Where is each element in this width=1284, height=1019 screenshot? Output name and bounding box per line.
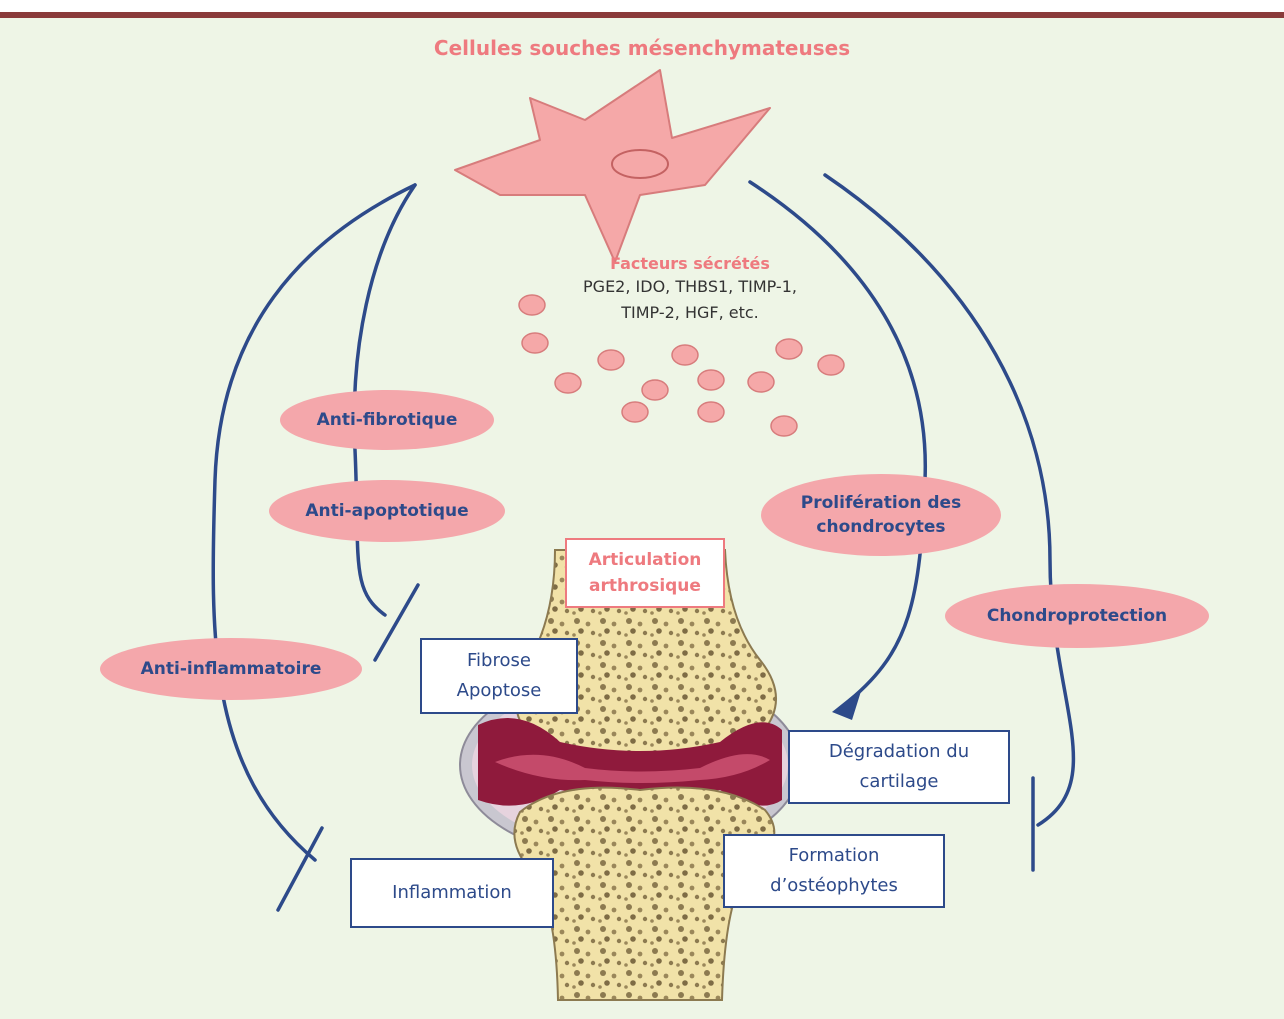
pill-proliferation-line1: Prolifération des [801,491,961,515]
secreted-factors-line2: TIMP-2, HGF, etc. [540,300,840,326]
pill-anti-inflammatoire: Anti-inflammatoire [100,638,362,700]
pill-proliferation: Prolifération des chondrocytes [761,474,1001,556]
box-degradation-line2: cartilage [860,767,939,797]
top-rule [0,12,1284,18]
pill-chondroprotection: Chondroprotection [945,584,1209,648]
box-osteophytes-line1: Formation [789,841,880,871]
stem-cell-nucleus [612,150,668,178]
vesicle [672,345,698,365]
pill-anti-apoptotique-label: Anti-apoptotique [305,499,468,523]
box-osteophytes: Formation d’ostéophytes [723,834,945,908]
vesicle [748,372,774,392]
vesicle [555,373,581,393]
vesicle [776,339,802,359]
pill-proliferation-line2: chondrocytes [816,515,945,539]
box-fibrose-line1: Fibrose [467,646,531,676]
box-fibrose-apoptose: Fibrose Apoptose [420,638,578,714]
vesicle [818,355,844,375]
pill-anti-fibrotique-label: Anti-fibrotique [317,408,458,432]
diagram-title: Cellules souches mésenchymateuses [0,36,1284,60]
vesicle [771,416,797,436]
pill-anti-apoptotique: Anti-apoptotique [269,480,505,542]
vesicle [698,402,724,422]
vesicle [522,333,548,353]
secreted-factors-line1: PGE2, IDO, THBS1, TIMP-1, [540,274,840,300]
pill-chondroprotection-label: Chondroprotection [987,604,1167,628]
box-osteophytes-line2: d’ostéophytes [770,871,898,901]
box-inflammation: Inflammation [350,858,554,928]
joint-label: Articulation arthrosique [565,538,725,608]
vesicle [642,380,668,400]
pill-anti-fibrotique: Anti-fibrotique [280,390,494,450]
secreted-factors-heading: Facteurs sécrétés [540,254,840,274]
box-fibrose-line2: Apoptose [457,676,542,706]
vesicle [598,350,624,370]
secreted-factors: Facteurs sécrétés PGE2, IDO, THBS1, TIMP… [540,254,840,326]
pill-anti-inflammatoire-label: Anti-inflammatoire [141,657,322,681]
vesicle [698,370,724,390]
vesicle [622,402,648,422]
joint-label-line1: Articulation [589,547,702,573]
box-degradation-line1: Dégradation du [829,737,969,767]
box-inflammation-label: Inflammation [392,878,512,908]
joint-label-line2: arthrosique [589,573,701,599]
box-degradation-cartilage: Dégradation du cartilage [788,730,1010,804]
